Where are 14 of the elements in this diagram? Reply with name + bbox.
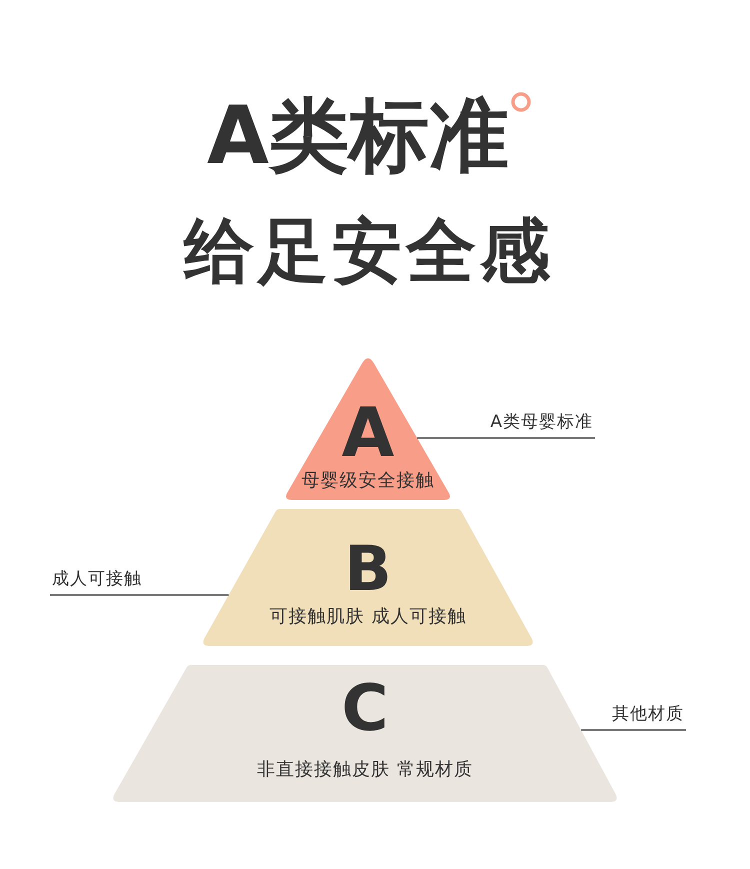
tier-letter: A xyxy=(342,400,394,468)
title: A类标准 xyxy=(207,96,509,176)
callout-text: A类母婴标准 xyxy=(480,413,595,438)
tier-caption: 可接触肌肤 成人可接触 xyxy=(270,608,466,626)
callout-text: 成人可接触 xyxy=(50,570,152,595)
leader-line xyxy=(581,729,686,731)
tier-caption: 母婴级安全接触 xyxy=(302,472,434,490)
tier-caption: 非直接接触皮肤 常规材质 xyxy=(257,761,473,779)
leader-line xyxy=(50,594,229,596)
callout-text: 其他材质 xyxy=(601,705,686,730)
tier-letter: C xyxy=(342,677,388,741)
leader-line xyxy=(417,437,595,439)
subtitle: 给足安全感 xyxy=(184,216,554,286)
tier-letter: B xyxy=(344,538,392,600)
